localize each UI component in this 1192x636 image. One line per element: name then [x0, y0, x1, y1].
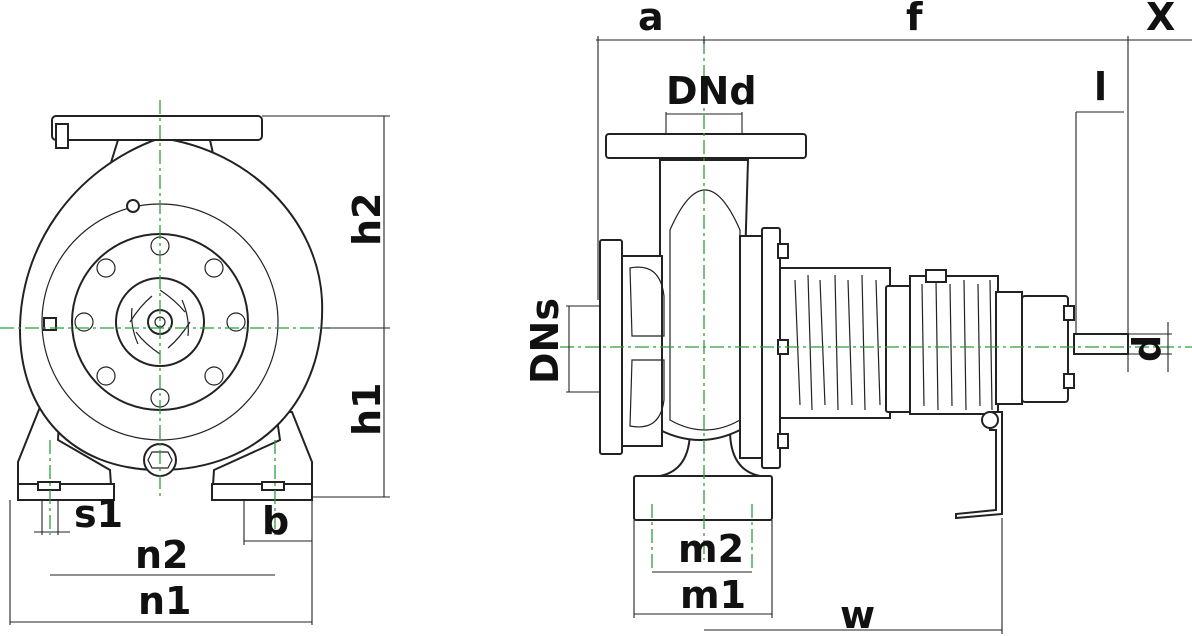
casing-inner [669, 189, 741, 431]
bellows-ribs-left [794, 274, 881, 411]
label-h2: h2 [345, 193, 389, 247]
end-cover [1021, 295, 1069, 403]
side-bolt [43, 317, 57, 331]
label-f: f [906, 0, 923, 39]
label-d: d [1125, 335, 1169, 362]
flange-bolt [777, 433, 789, 449]
suction-nozzle [621, 255, 663, 447]
label-X: X [1146, 0, 1175, 39]
label-DNs: DNs [523, 298, 567, 384]
support-bracket [955, 411, 1003, 520]
side-dimensions [566, 36, 1192, 634]
front-view [0, 100, 330, 535]
flange-bolt-left [55, 123, 69, 149]
bolt-hole [74, 312, 94, 332]
front-dimensions [9, 115, 390, 625]
label-l: l [1094, 65, 1107, 109]
end-housing [995, 291, 1023, 405]
foot-bolt-left [37, 481, 61, 491]
bolt-hole [96, 258, 116, 278]
label-m2: m2 [678, 527, 744, 571]
label-n1: n1 [138, 579, 192, 623]
casing-bolt [126, 199, 140, 213]
impeller-vanes [129, 289, 191, 355]
cover-bolt-top [1063, 305, 1075, 321]
suction-rib-bottom [629, 359, 665, 428]
foot-bolt-right [261, 481, 285, 491]
flange-bolt [777, 243, 789, 259]
drain-plug-hex [147, 451, 173, 469]
shaft [1073, 333, 1129, 355]
label-b: b [262, 499, 289, 543]
bracket-bolt [981, 411, 999, 429]
label-m1: m1 [680, 573, 746, 617]
bellows-ribs-right [921, 279, 993, 411]
label-s1: s1 [74, 492, 123, 536]
pedestal-base [633, 475, 773, 521]
bolt-hole [204, 366, 224, 386]
discharge-flange [51, 115, 263, 141]
label-DNd: DNd [666, 69, 757, 113]
bolt-hole [226, 312, 246, 332]
suction-rib-top [629, 266, 665, 337]
top-fitting [925, 269, 947, 283]
cover-bolt-bottom [1063, 373, 1075, 389]
label-h1: h1 [345, 383, 389, 437]
label-n2: n2 [135, 533, 189, 577]
label-w: w [840, 593, 875, 636]
bolt-hole [96, 366, 116, 386]
bolt-hole [204, 258, 224, 278]
discharge-flange-side [605, 133, 807, 159]
label-a: a [638, 0, 664, 39]
bearing-flange [885, 285, 913, 413]
side-view [560, 40, 1192, 572]
